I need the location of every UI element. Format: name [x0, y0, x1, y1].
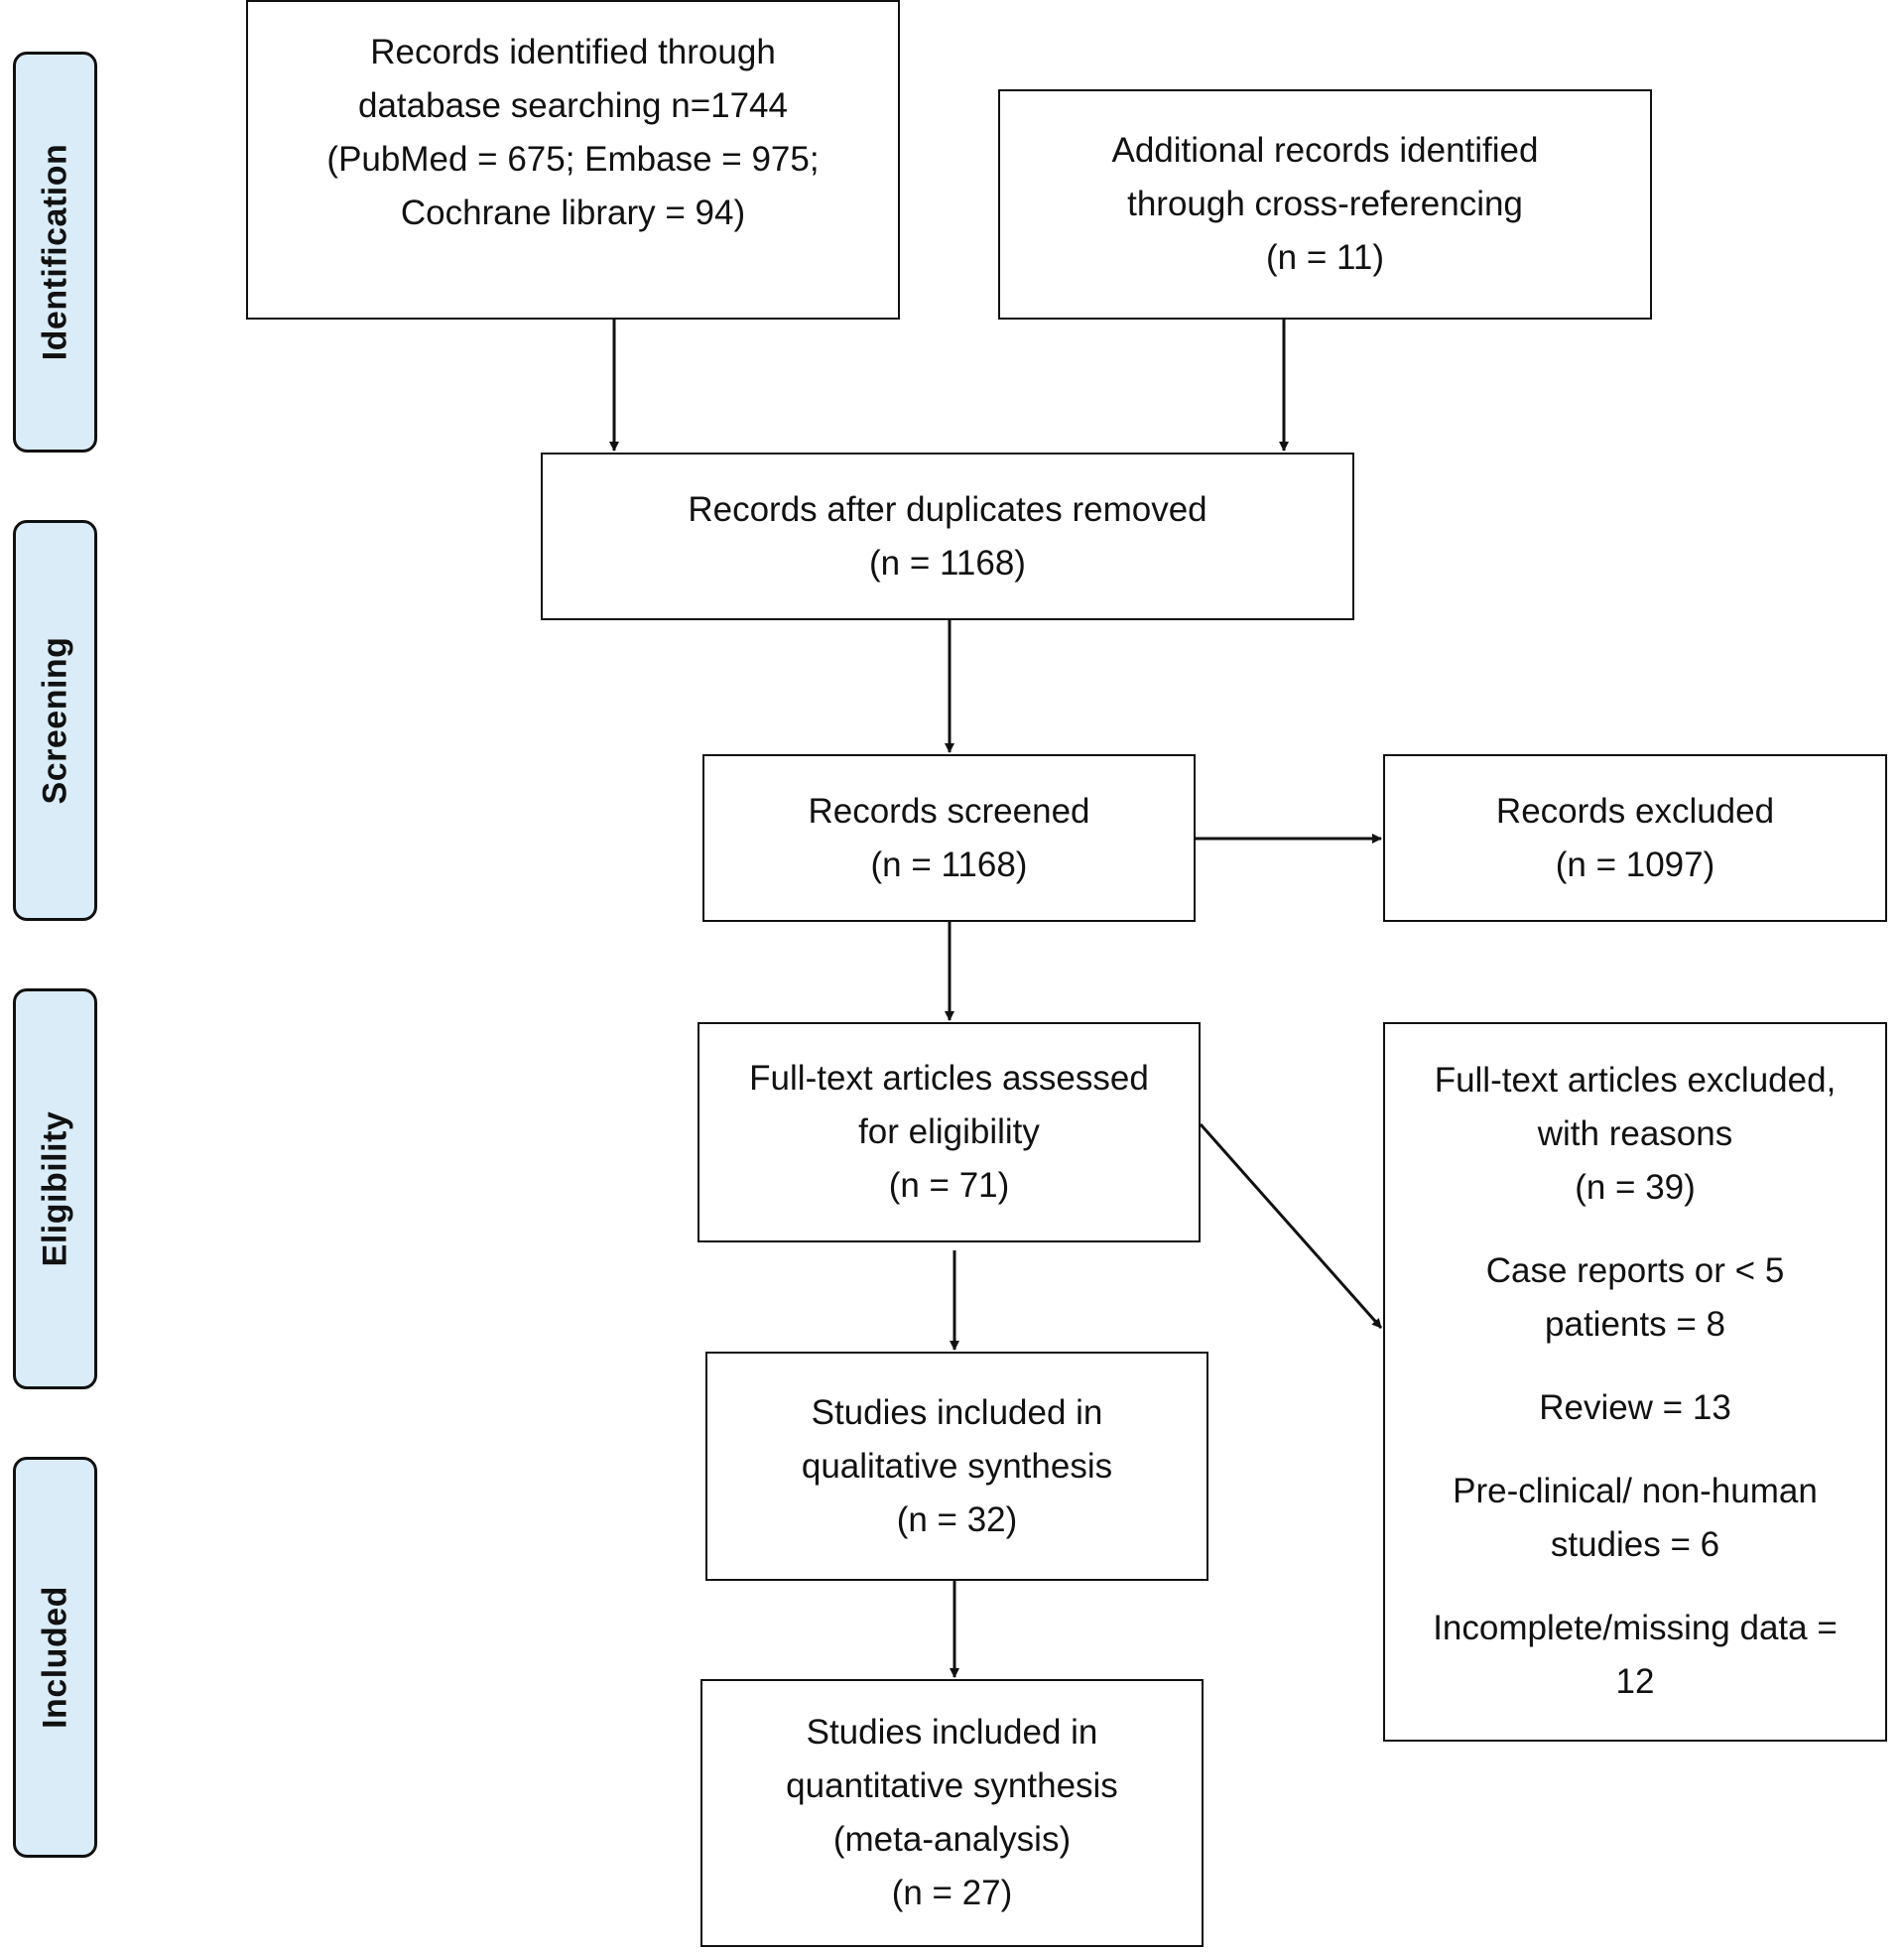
- exclusion-reason-incomplete-data-line-1: Incomplete/missing data =: [1433, 1609, 1838, 1647]
- quantitative-synthesis-line-1: Studies included in: [806, 1713, 1098, 1752]
- quantitative-synthesis-line-2: quantitative synthesis: [786, 1766, 1118, 1805]
- qualitative-synthesis-line-3: (n = 32): [896, 1499, 1018, 1539]
- database-search-line-1: Records identified through: [370, 33, 776, 71]
- qualitative-synthesis-box: Studies included in qualitative synthesi…: [705, 1352, 1208, 1581]
- database-search-line-2: database searching n=1744: [358, 86, 788, 125]
- stage-included: Included: [13, 1457, 97, 1858]
- exclusion-reason-review-line-1: Review = 13: [1539, 1388, 1731, 1427]
- exclusion-reason-incomplete-data-line-2: 12: [1615, 1662, 1655, 1701]
- stage-screening: Screening: [13, 520, 97, 921]
- quantitative-synthesis-line-3: (meta-analysis): [832, 1820, 1072, 1859]
- records-excluded-box: Records excluded (n = 1097): [1383, 754, 1887, 922]
- cross-reference-line-2: through cross-referencing: [1127, 185, 1523, 223]
- after-duplicates-box: Records after duplicates removed (n = 11…: [541, 453, 1354, 620]
- stage-eligibility: Eligibility: [13, 988, 97, 1389]
- full-text-assessed-box: Full-text articles assessed for eligibil…: [698, 1022, 1201, 1242]
- full-text-excluded-line-3: (n = 39): [1575, 1168, 1696, 1207]
- records-screened-box: Records screened (n = 1168): [702, 754, 1196, 922]
- database-search-box: Records identified through database sear…: [246, 0, 900, 320]
- records-excluded-line-2: (n = 1097): [1555, 845, 1715, 884]
- records-excluded-line-1: Records excluded: [1495, 791, 1775, 831]
- database-search-line-3: (PubMed = 675; Embase = 975;: [326, 140, 820, 179]
- full-text-assessed-line-2: for eligibility: [858, 1112, 1040, 1151]
- exclusion-reason-pre-clinical: Pre-clinical/ non-human studies = 6: [1453, 1465, 1818, 1572]
- arrow-full-text-to-excluded: [1199, 1123, 1383, 1329]
- full-text-excluded-line-1: Full-text articles excluded,: [1434, 1061, 1837, 1100]
- cross-reference-line-1: Additional records identified: [1111, 131, 1539, 170]
- exclusion-reason-pre-clinical-line-2: studies = 6: [1550, 1525, 1720, 1564]
- quantitative-synthesis-line-4: (n = 27): [891, 1874, 1013, 1912]
- exclusion-reason-pre-clinical-line-1: Pre-clinical/ non-human: [1453, 1472, 1818, 1510]
- stage-identification: Identification: [13, 52, 97, 453]
- cross-reference-box: Additional records identified through cr…: [998, 89, 1652, 320]
- full-text-excluded-line-2: with reasons: [1537, 1114, 1733, 1153]
- exclusion-reason-case-reports: Case reports or < 5 patients = 8: [1486, 1244, 1785, 1352]
- full-text-assessed-line-3: (n = 71): [888, 1166, 1010, 1205]
- cross-reference-line-3: (n = 11): [1266, 238, 1384, 277]
- database-search-line-4: Cochrane library = 94): [400, 194, 746, 232]
- full-text-excluded-box: Full-text articles excluded, with reason…: [1383, 1022, 1887, 1742]
- records-screened-line-2: (n = 1168): [870, 845, 1028, 884]
- exclusion-reason-case-reports-line-1: Case reports or < 5: [1485, 1251, 1785, 1290]
- qualitative-synthesis-line-1: Studies included in: [811, 1392, 1103, 1432]
- after-duplicates-line-2: (n = 1168): [869, 543, 1026, 583]
- after-duplicates-line-1: Records after duplicates removed: [688, 489, 1207, 529]
- exclusion-reason-review: Review = 13: [1539, 1381, 1731, 1435]
- qualitative-synthesis-line-2: qualitative synthesis: [801, 1446, 1113, 1486]
- quantitative-synthesis-box: Studies included in quantitative synthes…: [700, 1679, 1204, 1947]
- exclusion-reason-incomplete-data: Incomplete/missing data = 12: [1433, 1602, 1838, 1709]
- full-text-assessed-line-1: Full-text articles assessed: [749, 1059, 1149, 1098]
- records-screened-line-1: Records screened: [808, 791, 1090, 831]
- exclusion-reason-case-reports-line-2: patients = 8: [1545, 1305, 1725, 1344]
